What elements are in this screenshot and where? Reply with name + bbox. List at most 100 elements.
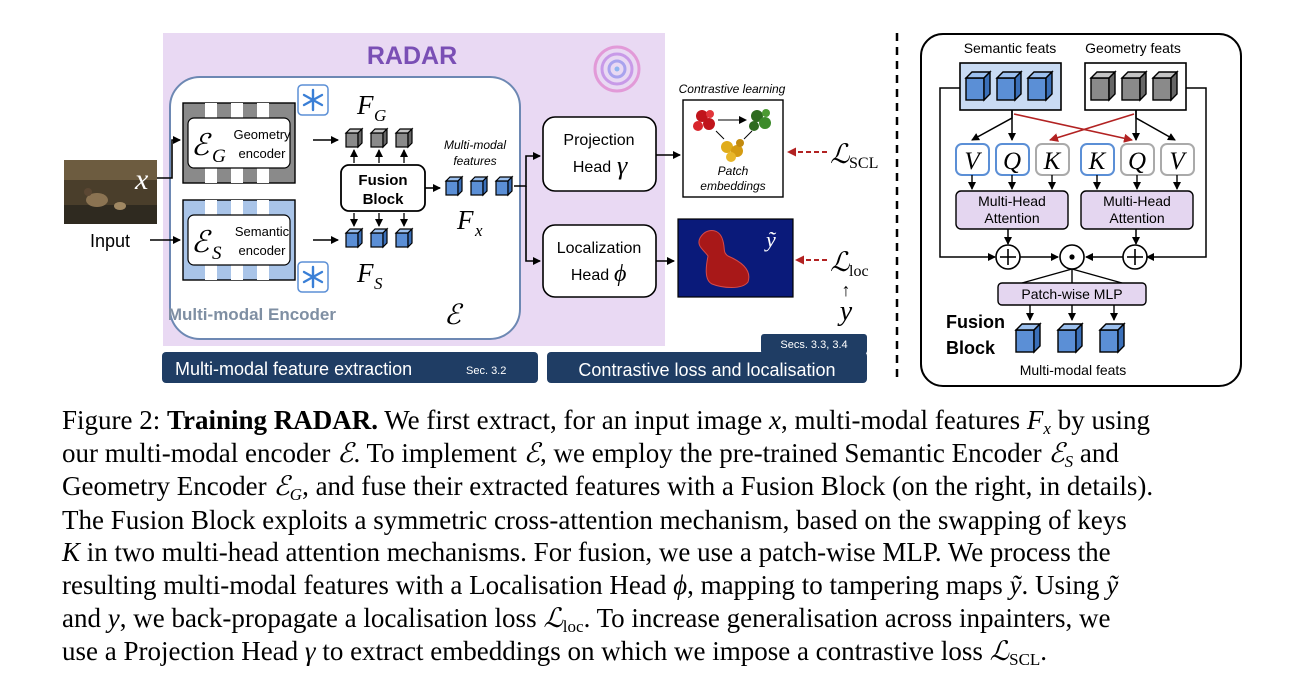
caption-math-sub: G (289, 485, 303, 505)
caption-text: Geometry Encoder (62, 471, 274, 502)
caption-text: in two multi-head attention mechanisms. … (80, 537, 1111, 568)
bar-contrastive-loss-text: Contrastive loss and localisation (578, 360, 835, 380)
geometry-encoder-label2: encoder (239, 146, 287, 161)
caption-text: to extract embeddings on which we impose… (315, 636, 990, 667)
caption-math: y (107, 602, 120, 633)
patch-embeddings-line1: Patch (718, 164, 749, 178)
caption-text: , and fuse their extracted features with… (302, 471, 1154, 502)
q-left: Q (1003, 148, 1021, 175)
caption-math: ỹ (1009, 569, 1022, 600)
bar-feature-extraction (162, 352, 538, 383)
up-arrow: ↑ (842, 280, 851, 300)
multimodal-feats-cubes (1015, 323, 1125, 353)
mha-left-line2: Attention (984, 210, 1039, 226)
caption-text: use a Projection Head (62, 636, 305, 667)
fusion-block-title-line2: Block (946, 338, 996, 358)
caption-math-sub: loc (562, 616, 584, 636)
caption-math: ℰ (337, 437, 354, 469)
figure-caption: Figure 2: Training RADAR. We first extra… (62, 404, 1242, 669)
fg-label-main: F (356, 90, 374, 120)
mha-left (955, 190, 1069, 230)
loss-loc-sub: loc (849, 263, 869, 280)
mha-right-line1: Multi-Head (1103, 193, 1171, 209)
caption-math-sub: x (1043, 419, 1051, 438)
fg-label-sub: G (374, 106, 386, 125)
bar-contrastive-loss (547, 352, 867, 383)
encoder-symbol: ℰ (444, 298, 464, 331)
semantic-feats-cubes (965, 71, 1053, 101)
radar-title: RADAR (367, 42, 457, 70)
mask-shape (698, 230, 750, 288)
geometry-encoder-subscript: G (212, 146, 226, 167)
caption-line-7: and y, we back-propagate a localisation … (62, 602, 1242, 636)
caption-line-4: The Fusion Block exploits a symmetric cr… (62, 504, 1242, 537)
mha-right-line2: Attention (1109, 210, 1164, 226)
contrastive-learning-label: Contrastive learning (679, 82, 786, 96)
caption-math: ϕ (673, 569, 688, 600)
y-tilde-label: ỹ (764, 227, 777, 252)
caption-text: . To implement (353, 437, 524, 468)
caption-text: by using (1050, 405, 1150, 435)
bar-contrastive-sec-tab (761, 334, 867, 354)
fusion-block-title-line1: Fusion (946, 312, 1005, 332)
caption-math-sub: S (1064, 451, 1074, 471)
caption-math: x (768, 405, 781, 435)
caption-line-5: K in two multi-head attention mechanisms… (62, 536, 1242, 569)
multimodal-feats-label: Multi-modal feats (1020, 362, 1127, 378)
caption-text: our multi-modal encoder (62, 437, 338, 468)
multimodal-features-line1: Multi-modal (444, 138, 506, 152)
caption-text: . Using (1021, 569, 1107, 600)
caption-text: resulting multi-modal features with a Lo… (62, 569, 674, 600)
localization-head-line2: Head (571, 267, 609, 284)
semantic-encoder-label2: encoder (239, 243, 287, 258)
geometry-encoder-label1: Geometry (233, 127, 291, 142)
semantic-feats-label: Semantic feats (964, 40, 1057, 56)
q-right: Q (1128, 148, 1146, 175)
bar-feature-extraction-text: Multi-modal feature extraction (175, 359, 412, 379)
v-left: V (964, 148, 982, 175)
caption-text: . To increase generalisation across inpa… (583, 602, 1111, 633)
projection-head-line1: Projection (563, 132, 634, 149)
caption-math: ℒ (543, 602, 563, 634)
localization-head-line1: Localization (557, 240, 642, 257)
caption-math: ℰ (1048, 437, 1065, 469)
caption-math: ℰ (273, 471, 290, 503)
patch-embeddings-line2: embeddings (700, 179, 765, 193)
caption-line-8: use a Projection Head γ to extract embed… (62, 635, 1242, 669)
caption-math: ỹ (1106, 569, 1119, 600)
caption-figure-label: Figure 2: (62, 405, 167, 435)
caption-math: ℰ (523, 437, 540, 469)
localization-symbol: ϕ (614, 261, 626, 287)
semantic-encoder-subscript: S (212, 243, 222, 264)
x-symbol: x (134, 163, 149, 196)
caption-text: , we back-propagate a localisation loss (119, 602, 544, 633)
caption-math: ℒ (989, 636, 1010, 668)
semantic-encoder-symbol: ℰ (191, 225, 212, 260)
bar-contrastive-sec: Secs. 3.3, 3.4 (780, 339, 847, 351)
caption-text: We first extract, for an input image (378, 405, 769, 435)
fusion-block-line1: Fusion (358, 172, 407, 189)
k-right: K (1088, 148, 1107, 175)
fusion-block-line2: Block (363, 191, 405, 208)
mha-left-line1: Multi-Head (978, 193, 1046, 209)
geometry-feats-label: Geometry feats (1085, 40, 1181, 56)
semantic-encoder-label1: Semantic (235, 224, 290, 239)
caption-bold-title: Training RADAR. (167, 405, 379, 435)
frozen-snowflake-icon-geometry (296, 83, 330, 117)
fs-label-sub: S (374, 274, 383, 293)
caption-text: and (62, 602, 108, 633)
k-left: K (1043, 148, 1062, 175)
encoder-caption: Multi-modal Encoder (168, 305, 337, 324)
projection-head-line2: Head (573, 159, 611, 176)
caption-line-2: our multi-modal encoder ℰ. To implement … (62, 437, 1242, 471)
caption-math: F (1026, 405, 1044, 435)
projection-symbol: γ (617, 151, 628, 180)
geometry-encoder-symbol: ℰ (191, 128, 212, 163)
v-right: V (1169, 148, 1187, 175)
input-label: Input (90, 231, 130, 251)
caption-math: K (62, 537, 81, 568)
caption-text: , mapping to tampering maps (687, 569, 1010, 600)
caption-math-sub: SCL (1009, 650, 1041, 670)
caption-text: , multi-modal features (780, 405, 1027, 435)
loss-loc-main: ℒ (830, 247, 850, 278)
